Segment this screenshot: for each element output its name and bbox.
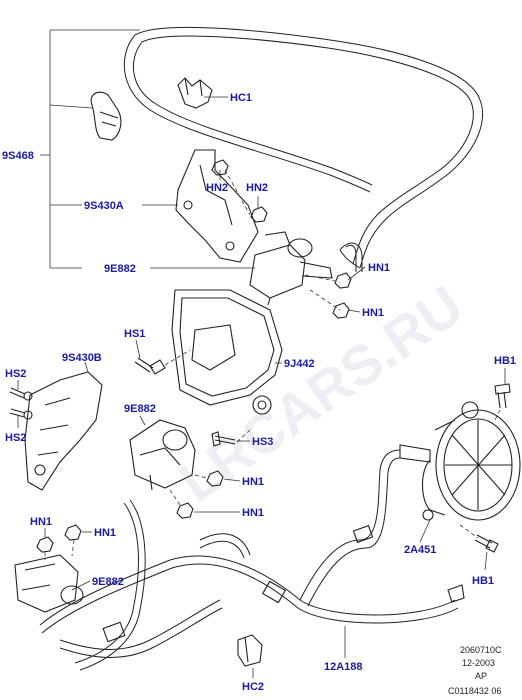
pump-2a451 [399, 401, 521, 521]
label-9s430a: 9S430A [84, 200, 124, 212]
label-hs1: HS1 [124, 328, 145, 340]
label-9j442: 9J442 [284, 358, 315, 370]
label-hb1-bottom: HB1 [472, 575, 494, 587]
watermark: LRCARS.RU [168, 273, 474, 514]
nut-hn1-e [36, 536, 54, 553]
nut-hn2-right [250, 206, 268, 223]
clip-9s468 [90, 91, 122, 141]
footer-date: 12-2003 [462, 658, 495, 668]
clip-hc1 [177, 77, 213, 109]
leader-lines [17, 29, 506, 678]
label-12a188: 12A188 [324, 661, 363, 673]
valve-9e882-bottom [14, 554, 84, 613]
bracket-9s430b [24, 371, 103, 491]
valve-9e882-mid [129, 419, 196, 491]
label-hs2-bottom: HS2 [5, 432, 26, 444]
label-9e882-top: 9E882 [104, 263, 136, 275]
label-hn2-left: HN2 [206, 182, 228, 194]
label-9s468: 9S468 [2, 150, 34, 162]
nut-hn1-a [334, 272, 352, 289]
label-9e882-bottom: 9E882 [92, 576, 124, 588]
screw-hs2-bottom [9, 408, 33, 420]
bolt-hb1-bottom [474, 534, 499, 553]
label-hb1-top: HB1 [494, 355, 516, 367]
screw-hs2-top [9, 387, 33, 401]
nut-hn1-b [332, 302, 350, 319]
label-hn1-a: HN1 [368, 262, 390, 274]
cover-9j442 [171, 289, 283, 415]
label-hc2: HC2 [242, 681, 264, 693]
screw-hs1 [134, 357, 166, 375]
screw-hs3 [211, 431, 236, 447]
label-hn2-right: HN2 [246, 182, 268, 194]
label-hn1-c: HN1 [242, 476, 264, 488]
label-hc1: HC1 [230, 92, 252, 104]
clip-hc2 [237, 634, 263, 667]
footer-ap: AP [475, 671, 487, 681]
upper-hose-loop [123, 26, 484, 269]
nut-hn1-f [64, 524, 82, 541]
label-hs2-top: HS2 [5, 368, 26, 380]
label-9e882-mid: 9E882 [124, 403, 156, 415]
footer-ref: C0118432 06 [448, 686, 501, 696]
label-9s430b: 9S430B [62, 352, 102, 364]
bolt-hb1-top [494, 383, 511, 409]
bracket-9s430a [175, 149, 259, 263]
label-hs3: HS3 [252, 436, 273, 448]
hose-harness-12a188 [39, 449, 465, 671]
label-hn1-f: HN1 [94, 527, 116, 539]
nut-hn1-d [176, 502, 194, 519]
nut-hn2-left [211, 159, 229, 176]
valve-9e882-top [249, 231, 333, 306]
label-hn1-e: HN1 [30, 516, 52, 528]
footer-code: 2060710C [460, 645, 502, 655]
label-hn1-d: HN1 [242, 507, 264, 519]
nut-hn1-c [206, 470, 224, 487]
label-2a451: 2A451 [404, 544, 436, 556]
label-hn1-b: HN1 [362, 307, 384, 319]
